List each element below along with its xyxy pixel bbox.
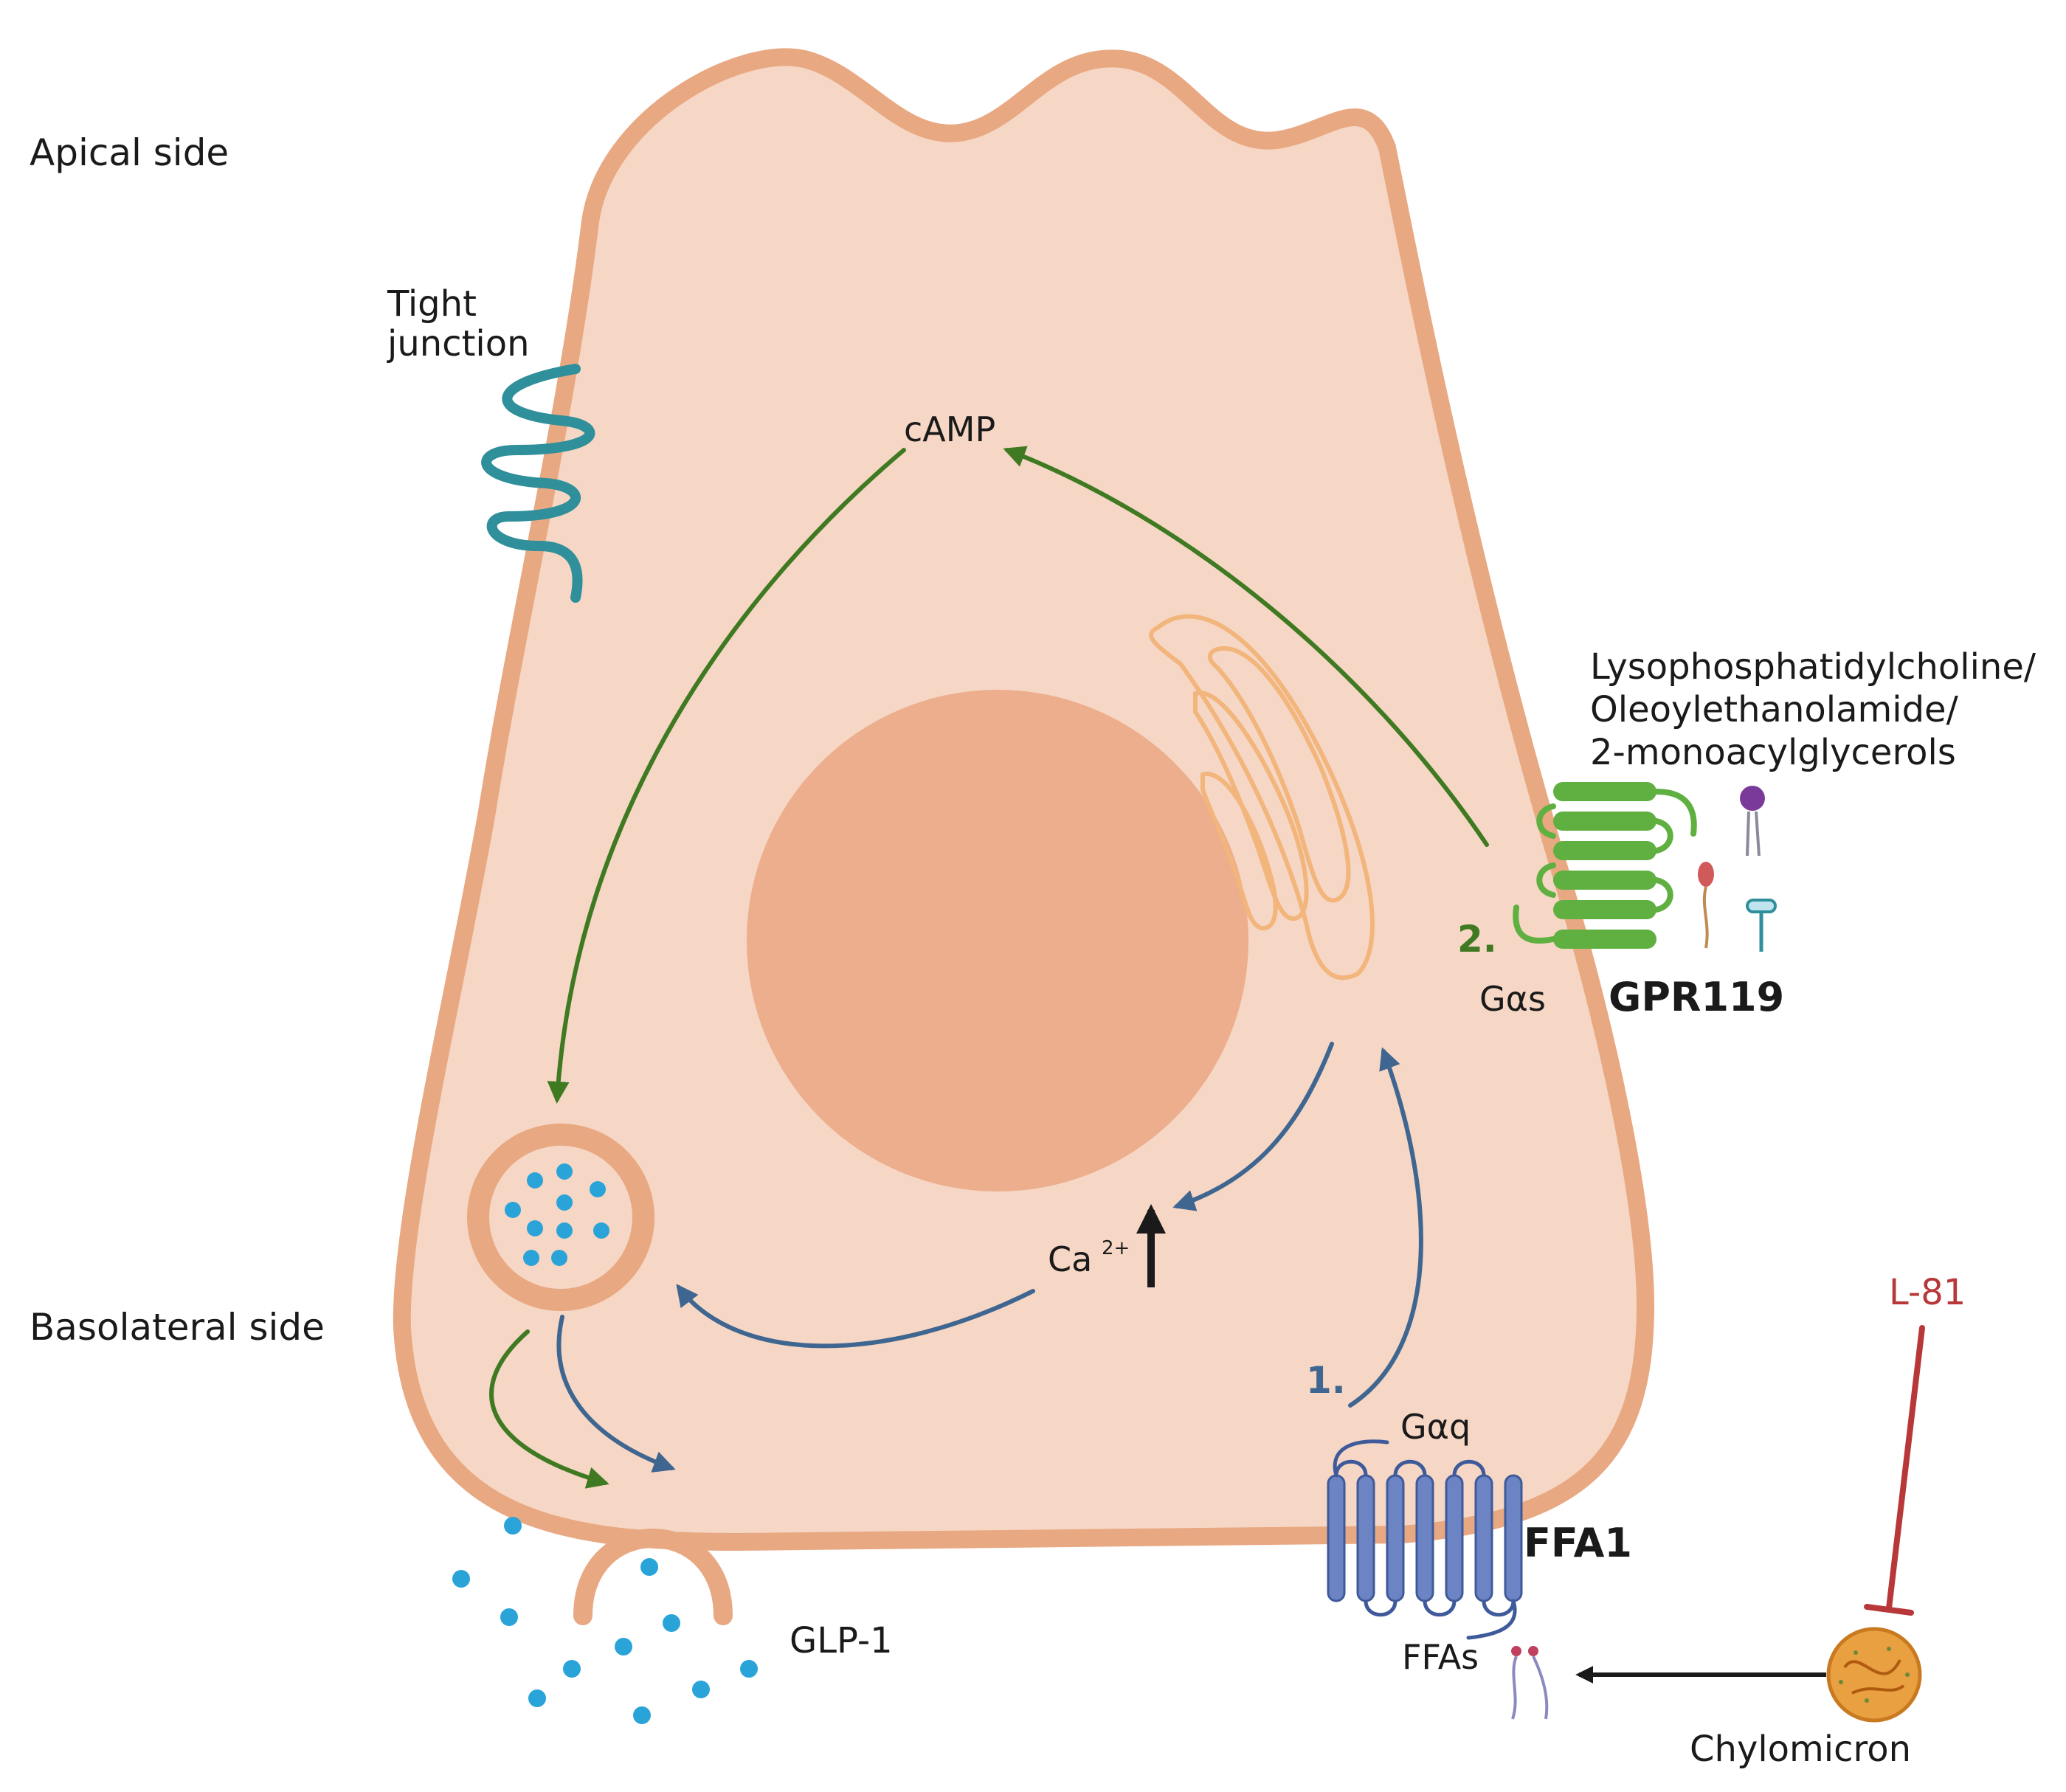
tight-junction-label-line2: junction (387, 323, 530, 364)
ligands-label-line1: Lysophosphatidylcholine/ (1590, 646, 2036, 688)
gas-label: Gαs (1479, 979, 1546, 1019)
ffa-lipid-icon (1511, 1646, 1549, 1720)
calcium-label: Ca (1048, 1239, 1092, 1279)
secretory-vesicle (467, 1124, 654, 1311)
camp-label: cAMP (904, 409, 995, 449)
glp1-granules (452, 1517, 758, 1724)
tight-junction (481, 364, 595, 603)
golgi-apparatus (1149, 614, 1375, 980)
step-2-label: 2. (1457, 918, 1497, 961)
gpr119-receptor (1513, 782, 1697, 949)
tight-junction-label-line1: Tight (387, 283, 477, 325)
l81-label: L-81 (1889, 1272, 1966, 1313)
l81-inhibitor (1864, 1325, 1925, 1616)
basolateral-side-label: Basolateral side (30, 1306, 325, 1349)
ligands-label-line3: 2-monoacylglycerols (1590, 732, 1956, 773)
step-1-label: 1. (1306, 1359, 1346, 1402)
ffa1-receptor (1327, 1439, 1523, 1640)
nucleus (747, 690, 1248, 1191)
apical-side-label: Apical side (30, 131, 229, 174)
green-arrows (489, 446, 1489, 1489)
chylomicron-label: Chylomicron (1690, 1729, 1911, 1770)
ligand-icons (1698, 786, 1777, 952)
glp1-label: GLP-1 (790, 1620, 893, 1661)
gpr119-label: GPR119 (1609, 974, 1784, 1020)
blue-arrows (556, 1042, 1423, 1473)
ligands-label-line2: Oleoylethanolamide/ (1590, 689, 1959, 730)
exocytosis-pit (573, 1529, 733, 1625)
chylomicron-particle (1826, 1627, 1922, 1723)
gaq-label: Gαq (1400, 1407, 1471, 1447)
ffas-label: FFAs (1402, 1637, 1479, 1677)
calcium-superscript: 2+ (1102, 1237, 1130, 1259)
ffa1-label: FFA1 (1524, 1520, 1632, 1566)
